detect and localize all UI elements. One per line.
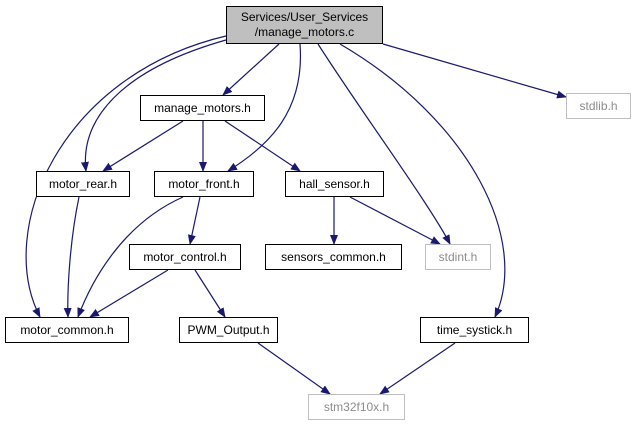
node-root-file[interactable]: Services/User_Services /manage_motors.c xyxy=(226,6,383,44)
edge-motor-rear-h-to-motor-common-h xyxy=(63,196,80,318)
node-time-systick-h[interactable]: time_systick.h xyxy=(420,317,529,343)
node-motor-control-h[interactable]: motor_control.h xyxy=(129,244,241,270)
edge-root-to-stdint-h xyxy=(317,43,451,245)
edge-manage-motors-h-to-hall-sensor-h xyxy=(224,120,301,172)
edge-root-to-stdlib-h xyxy=(382,43,567,99)
node-pwm-output-h[interactable]: PWM_Output.h xyxy=(179,317,278,343)
node-manage-motors-h[interactable]: manage_motors.h xyxy=(140,95,265,121)
edge-root-to-motor-rear-h xyxy=(80,39,227,172)
root-file-line-2: /manage_motors.c xyxy=(254,25,355,39)
edge-pwm-output-h-to-stm32f10x-h xyxy=(257,342,331,395)
node-motor-common-h[interactable]: motor_common.h xyxy=(5,317,129,343)
root-file-line-1: Services/User_Services xyxy=(240,10,369,24)
edge-motor-front-h-to-motor-control-h xyxy=(187,196,201,245)
node-motor-front-h[interactable]: motor_front.h xyxy=(154,171,254,197)
node-hall-sensor-h[interactable]: hall_sensor.h xyxy=(285,171,384,197)
node-stdint-h[interactable]: stdint.h xyxy=(425,244,491,270)
edge-root-to-time-systick-h xyxy=(339,43,506,318)
node-sensors-common-h[interactable]: sensors_common.h xyxy=(265,244,402,270)
edge-root-to-manage-motors-h xyxy=(222,43,280,96)
node-stm32f10x-h[interactable]: stm32f10x.h xyxy=(308,394,405,420)
node-stdlib-h[interactable]: stdlib.h xyxy=(566,93,631,119)
edge-motor-control-h-to-pwm-output-h xyxy=(194,269,226,318)
edge-time-systick-h-to-stm32f10x-h xyxy=(379,342,456,395)
edge-root-to-motor-front-h xyxy=(227,43,302,172)
edge-motor-front-h-to-motor-common-h xyxy=(77,196,184,318)
edge-motor-control-h-to-motor-common-h xyxy=(89,269,169,318)
node-motor-rear-h[interactable]: motor_rear.h xyxy=(36,171,130,197)
edge-hall-sensor-h-to-stdint-h xyxy=(349,196,441,245)
edge-root-to-motor-common-h xyxy=(25,35,227,318)
edge-manage-motors-h-to-motor-rear-h xyxy=(102,120,184,172)
